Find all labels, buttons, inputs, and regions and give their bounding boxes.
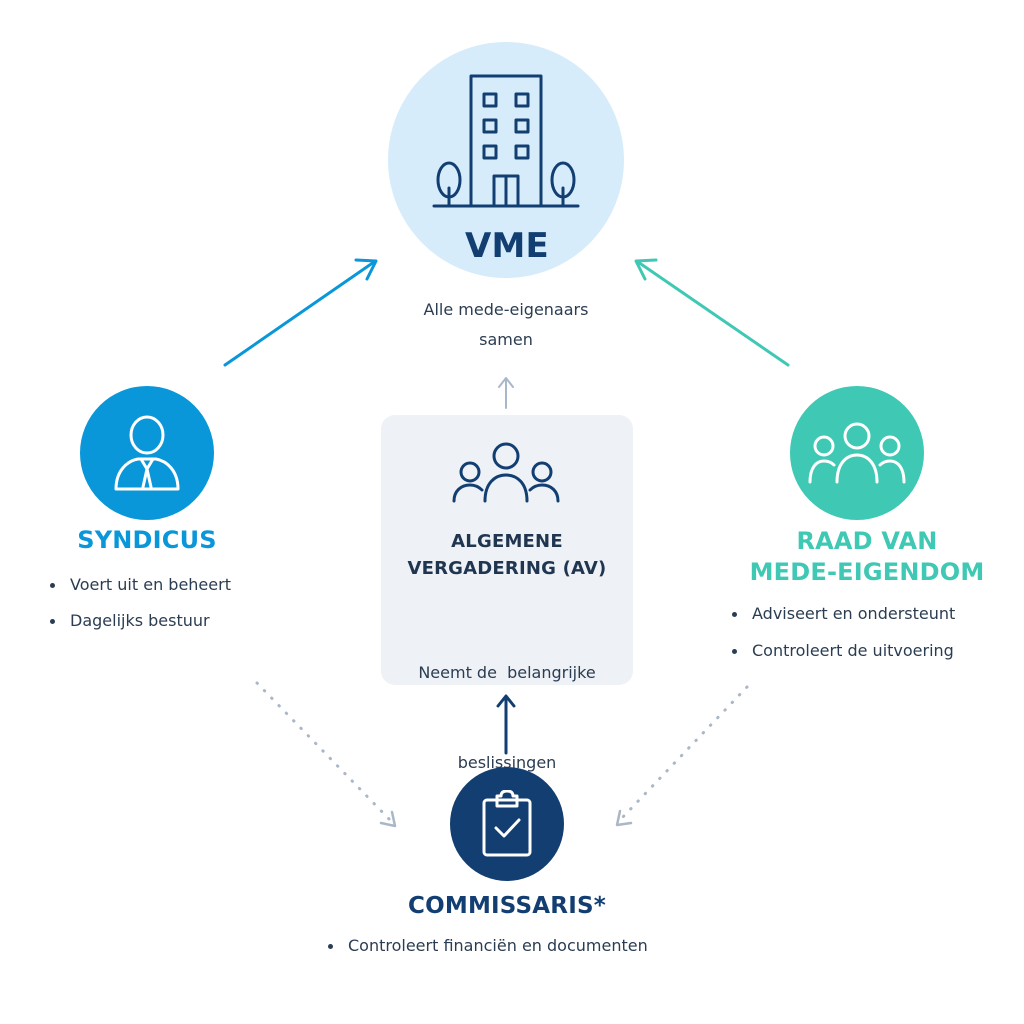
dotted-arrow-syndicus-to-commissaris (255, 681, 397, 828)
commissaris-circle (450, 767, 564, 881)
vme-title: VME (465, 226, 549, 266)
raad-bullets: Adviseert en ondersteunt Controleert de … (732, 595, 955, 669)
arrow-commissaris-to-av (496, 694, 516, 755)
group-icon (807, 422, 907, 484)
group-icon (451, 441, 561, 509)
arrow-raad-to-vme (634, 258, 790, 367)
list-item: Controleert de uitvoering (732, 632, 955, 669)
person-tie-icon (110, 413, 184, 493)
syndicus-bullets: Voert uit en beheert Dagelijks bestuur (50, 567, 231, 639)
av-description: Neemt de belangrijke beslissingen (418, 663, 596, 772)
syndicus-title: SYNDICUS (77, 526, 217, 554)
list-item: Adviseert en ondersteunt (732, 595, 955, 632)
list-item: Dagelijks bestuur (50, 603, 231, 639)
arrow-syndicus-to-vme (223, 258, 378, 367)
building-icon (432, 72, 580, 212)
vme-circle (388, 42, 624, 278)
dotted-arrow-raad-to-commissaris (615, 685, 749, 827)
list-item: Voert uit en beheert (50, 567, 231, 603)
clipboard-check-icon (479, 790, 535, 858)
av-card (381, 415, 633, 685)
commissaris-bullets: Controleert financiën en documenten (328, 931, 648, 961)
raad-circle (790, 386, 924, 520)
arrow-av-to-vme (498, 377, 514, 409)
list-item: Controleert financiën en documenten (328, 931, 648, 961)
vme-description: Alle mede-eigenaars samen (423, 300, 589, 349)
raad-title: RAAD VAN MEDE-EIGENDOM (749, 527, 985, 586)
syndicus-circle (80, 386, 214, 520)
av-title: ALGEMENE VERGADERING (AV) (407, 531, 607, 579)
commissaris-title: COMMISSARIS* (408, 893, 606, 919)
